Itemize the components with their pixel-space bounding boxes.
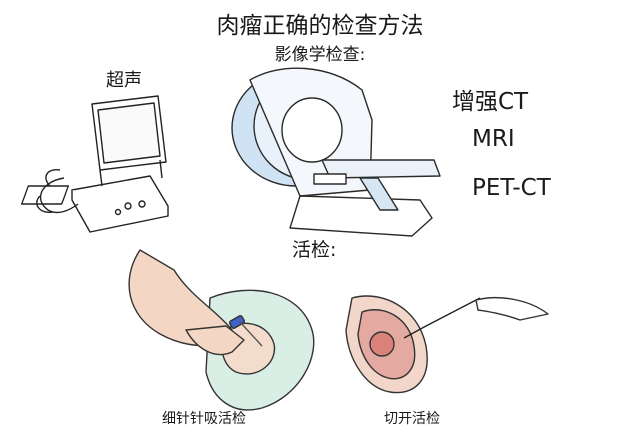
fine-needle-biopsy-label: 细针针吸活检 (162, 411, 246, 427)
biopsy-heading: 活检: (292, 239, 337, 261)
pet-ct-label: PET-CT (472, 175, 551, 201)
incisional-biopsy-label: 切开活检 (384, 411, 440, 427)
incisional-biopsy-illustration (345, 295, 549, 394)
fine-needle-biopsy-illustration (128, 249, 315, 411)
enhanced-ct-label: 增强CT (452, 89, 529, 115)
mri-label: MRI (472, 126, 515, 152)
page-title: 肉瘤正确的检查方法 (216, 13, 424, 39)
ct-scanner-illustration (231, 67, 441, 237)
ultrasound-machine-illustration (21, 95, 169, 233)
ultrasound-label: 超声 (106, 70, 142, 91)
imaging-heading: 影像学检查: (274, 45, 366, 65)
